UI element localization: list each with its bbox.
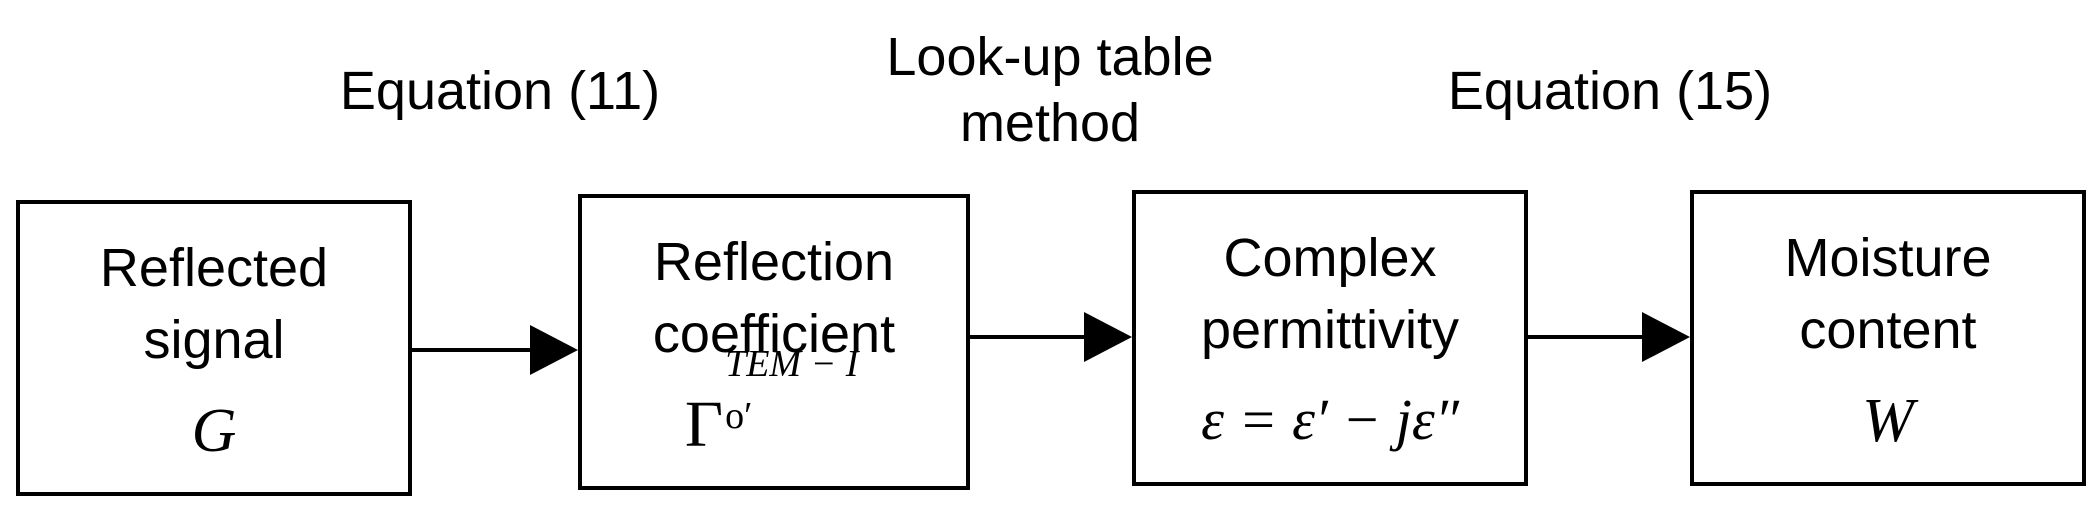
node-label-line: content (1799, 300, 1977, 360)
edge-label-equation-15: Equation (15) (1410, 58, 1810, 124)
arrow-1 (412, 325, 578, 375)
node-label-line: permittivity (1200, 300, 1460, 360)
node-label-line: Moisture (1784, 228, 1992, 288)
edge-label-equation-11: Equation (11) (300, 58, 700, 124)
node-label-line: Reflection (653, 232, 895, 292)
edge-label-line: Look-up table (886, 27, 1214, 87)
gamma-subscript: o′ (725, 395, 753, 437)
edge-label-line: Equation (11) (339, 61, 661, 121)
node-label-line: Complex (1223, 228, 1437, 288)
node-complex-permittivity: Complex permittivity ε = ε′ − jε″ (1132, 190, 1528, 486)
gamma-symbol: Γ (684, 388, 724, 461)
node-symbol: W (1862, 387, 1914, 455)
node-label-line: Reflected (99, 238, 329, 298)
node-symbol: ε = ε′ − jε″ (1201, 387, 1459, 452)
edge-label-line: method (959, 93, 1141, 153)
edge-label-lookup-table: Look-up table method (820, 24, 1280, 156)
gamma-superscript: TEM − I (725, 343, 859, 385)
node-label-line: coefficient (652, 304, 896, 364)
edge-label-line: Equation (15) (1447, 61, 1773, 121)
node-moisture-content: Moisture content W (1690, 190, 2086, 486)
gamma-scripts: TEM − I o′ (723, 343, 863, 446)
node-reflected-signal: Reflected signal G (16, 200, 412, 496)
arrow-2 (970, 312, 1132, 362)
node-label-line: signal (143, 310, 285, 370)
arrow-3 (1528, 312, 1690, 362)
node-symbol: G (191, 397, 237, 465)
